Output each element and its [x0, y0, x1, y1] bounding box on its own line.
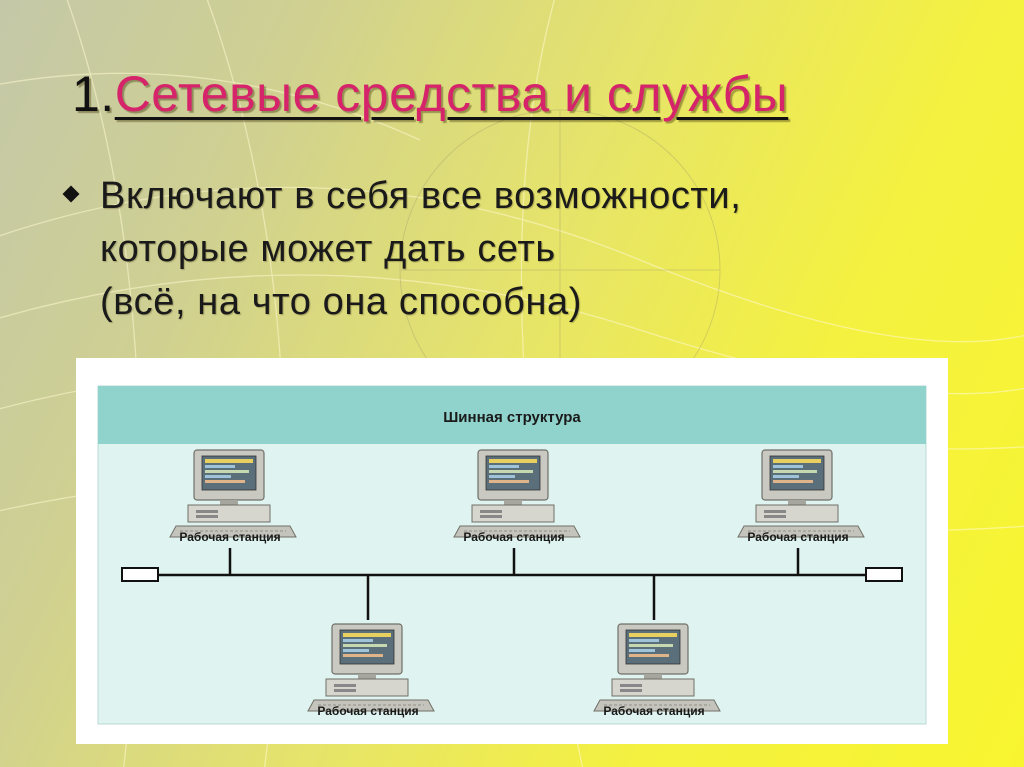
terminator-left [121, 567, 159, 582]
workstation-3: Рабочая станция [737, 449, 865, 544]
terminator-right [865, 567, 903, 582]
diagram-canvas: Шинная структура Рабочая станция Рабочая… [97, 385, 927, 725]
bus-topology-diagram: Шинная структура Рабочая станция Рабочая… [76, 358, 948, 744]
bullet-line-3: (всё, на что она способна) [100, 281, 583, 323]
workstation-label: Рабочая станция [747, 530, 848, 544]
workstation-label: Рабочая станция [463, 530, 564, 544]
slide-title: 1.Сетевые средства и службы [72, 64, 788, 124]
workstation-4: Рабочая станция [307, 623, 435, 718]
bullet-line-1: Включают в себя все возможности, [100, 175, 742, 217]
bullet-line-2: которые может дать сеть [100, 228, 556, 270]
workstation-2: Рабочая станция [453, 449, 581, 544]
diagram-header: Шинная структура [443, 409, 581, 426]
title-text: Сетевые средства и службы [114, 66, 789, 122]
workstation-label: Рабочая станция [317, 704, 418, 718]
workstation-1: Рабочая станция [169, 449, 297, 544]
title-number: 1. [72, 66, 115, 122]
workstation-5: Рабочая станция [593, 623, 721, 718]
diagram-header-bar [98, 386, 926, 444]
bullet-text: Включают в себя все возможности, которые… [100, 170, 960, 329]
bullet-item: Включают в себя все возможности, которые… [60, 170, 960, 329]
workstation-label: Рабочая станция [179, 530, 280, 544]
workstation-label: Рабочая станция [603, 704, 704, 718]
diamond-bullet-icon [62, 185, 80, 203]
